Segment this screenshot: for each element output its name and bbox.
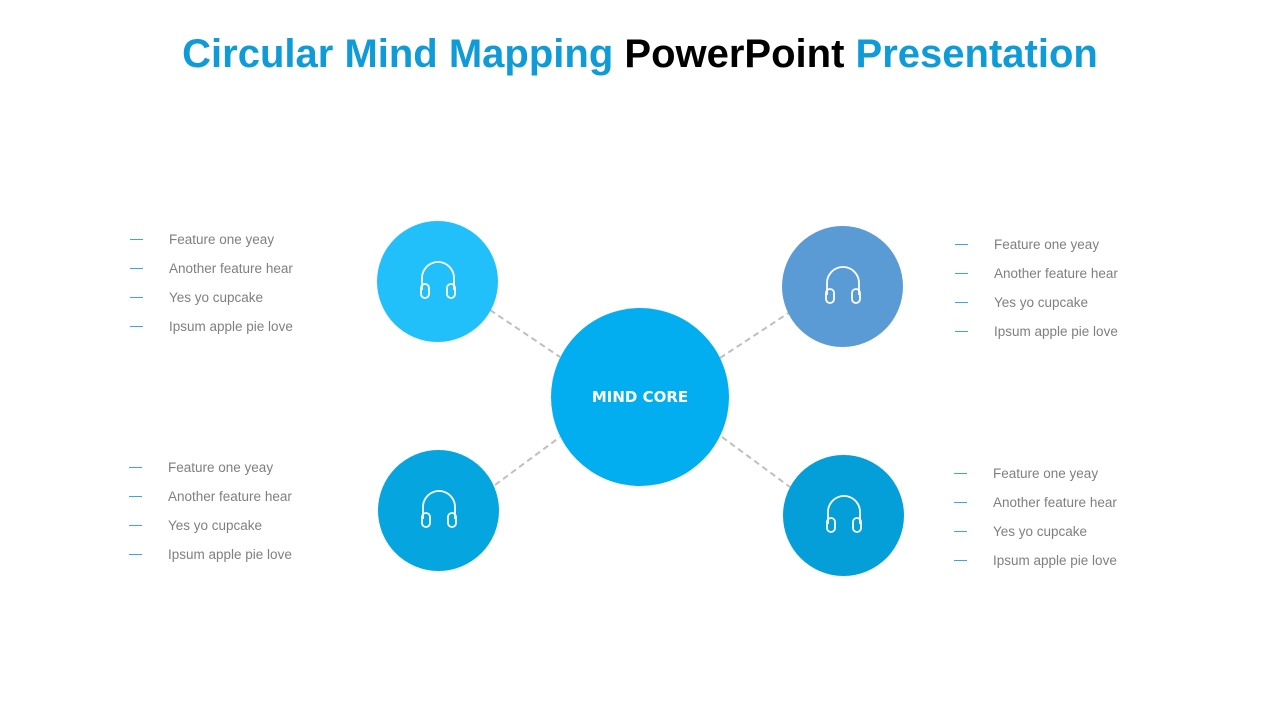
node-top-left bbox=[377, 221, 498, 342]
dash-bullet bbox=[130, 268, 143, 269]
mind-core-circle: MIND CORE bbox=[551, 308, 729, 486]
dash-bullet bbox=[129, 525, 142, 526]
list-item: Ipsum apple pie love bbox=[130, 312, 293, 341]
dash-bullet bbox=[130, 326, 143, 327]
headphones-icon bbox=[419, 260, 456, 299]
node-top-right bbox=[782, 226, 903, 347]
list-item: Feature one yeay bbox=[955, 230, 1118, 259]
dash-bullet bbox=[955, 331, 968, 332]
item-text: Ipsum apple pie love bbox=[168, 547, 292, 562]
feature-list-bottom-left: Feature one yeay Another feature hear Ye… bbox=[129, 453, 292, 569]
list-item: Ipsum apple pie love bbox=[955, 317, 1118, 346]
feature-list-top-right: Feature one yeay Another feature hear Ye… bbox=[955, 230, 1118, 346]
item-text: Feature one yeay bbox=[168, 460, 274, 475]
list-item: Another feature hear bbox=[954, 488, 1117, 517]
item-text: Ipsum apple pie love bbox=[994, 324, 1118, 339]
list-item: Ipsum apple pie love bbox=[129, 540, 292, 569]
item-text: Another feature hear bbox=[994, 266, 1118, 281]
dash-bullet bbox=[954, 560, 967, 561]
dash-bullet bbox=[130, 297, 143, 298]
list-item: Feature one yeay bbox=[129, 453, 292, 482]
dash-bullet bbox=[129, 554, 142, 555]
dash-bullet bbox=[129, 467, 142, 468]
item-text: Yes yo cupcake bbox=[994, 295, 1089, 310]
list-item: Feature one yeay bbox=[130, 225, 293, 254]
item-text: Another feature hear bbox=[168, 489, 292, 504]
item-text: Yes yo cupcake bbox=[993, 524, 1088, 539]
dash-bullet bbox=[954, 473, 967, 474]
page-title: Circular Mind Mapping PowerPoint Present… bbox=[0, 32, 1280, 77]
headphones-icon bbox=[824, 265, 861, 304]
mind-core-label: MIND CORE bbox=[591, 388, 689, 406]
title-part-2: PowerPoint bbox=[624, 32, 845, 76]
list-item: Another feature hear bbox=[130, 254, 293, 283]
headphones-icon bbox=[420, 489, 457, 528]
dash-bullet bbox=[955, 244, 968, 245]
list-item: Yes yo cupcake bbox=[954, 517, 1117, 546]
list-item: Feature one yeay bbox=[954, 459, 1117, 488]
item-text: Feature one yeay bbox=[994, 237, 1100, 252]
list-item: Another feature hear bbox=[129, 482, 292, 511]
node-bottom-left bbox=[378, 450, 499, 571]
list-item: Another feature hear bbox=[955, 259, 1118, 288]
list-item: Yes yo cupcake bbox=[955, 288, 1118, 317]
dash-bullet bbox=[130, 239, 143, 240]
item-text: Yes yo cupcake bbox=[168, 518, 263, 533]
item-text: Another feature hear bbox=[993, 495, 1117, 510]
headphones-icon bbox=[825, 494, 862, 533]
item-text: Another feature hear bbox=[169, 261, 293, 276]
node-bottom-right bbox=[783, 455, 904, 576]
item-text: Yes yo cupcake bbox=[169, 290, 264, 305]
connector-top-left bbox=[489, 309, 561, 358]
dash-bullet bbox=[955, 302, 968, 303]
dash-bullet bbox=[954, 531, 967, 532]
list-item: Yes yo cupcake bbox=[129, 511, 292, 540]
list-item: Yes yo cupcake bbox=[130, 283, 293, 312]
feature-list-top-left: Feature one yeay Another feature hear Ye… bbox=[130, 225, 293, 341]
dash-bullet bbox=[129, 496, 142, 497]
connector-bottom-left bbox=[494, 436, 561, 486]
connector-bottom-right bbox=[721, 436, 791, 488]
item-text: Feature one yeay bbox=[169, 232, 275, 247]
title-part-1: Circular Mind Mapping bbox=[182, 32, 625, 76]
dash-bullet bbox=[955, 273, 968, 274]
feature-list-bottom-right: Feature one yeay Another feature hear Ye… bbox=[954, 459, 1117, 575]
connector-top-right bbox=[719, 311, 791, 359]
dash-bullet bbox=[954, 502, 967, 503]
list-item: Ipsum apple pie love bbox=[954, 546, 1117, 575]
item-text: Feature one yeay bbox=[993, 466, 1099, 481]
item-text: Ipsum apple pie love bbox=[169, 319, 293, 334]
title-part-3: Presentation bbox=[844, 32, 1098, 76]
item-text: Ipsum apple pie love bbox=[993, 553, 1117, 568]
